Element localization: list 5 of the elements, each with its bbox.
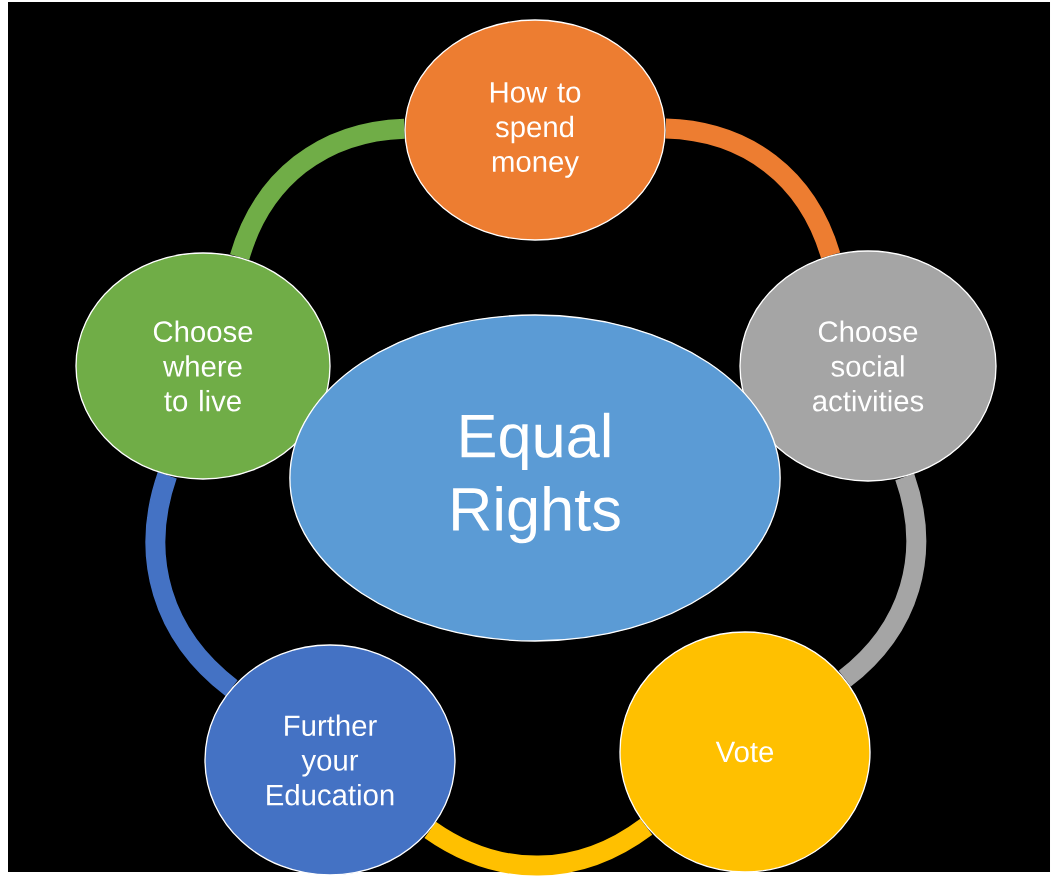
ring-arc [424, 818, 652, 876]
ring-arc [230, 118, 406, 261]
ring-arc [664, 118, 841, 259]
ring-arc [145, 472, 238, 696]
ring-arc [838, 473, 927, 687]
